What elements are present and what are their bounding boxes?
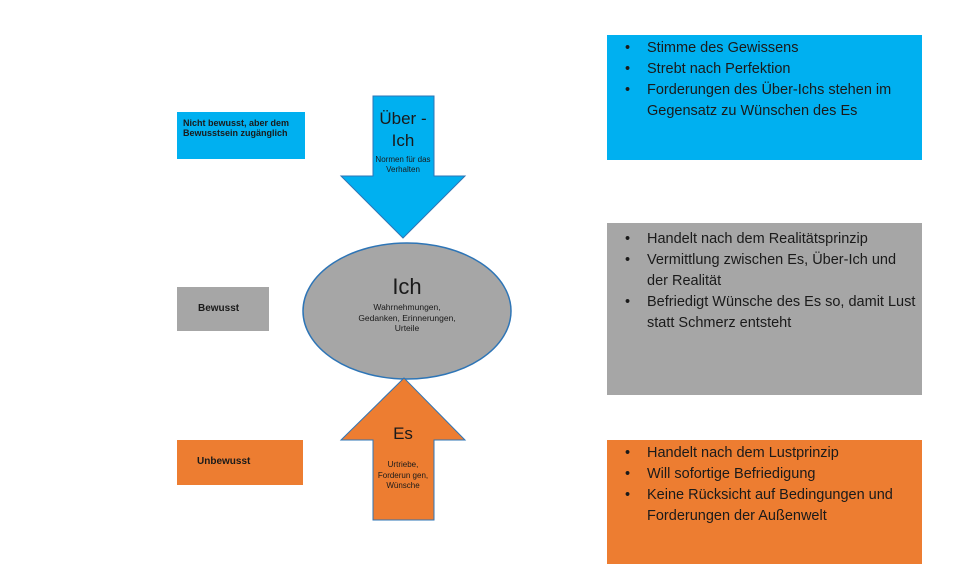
info-item: Strebt nach Perfektion bbox=[625, 59, 916, 80]
es-info-box: Handelt nach dem Lustprinzip Will sofort… bbox=[607, 440, 922, 564]
ich-info-box: Handelt nach dem Realitätsprinzip Vermit… bbox=[607, 223, 922, 395]
info-item: Handelt nach dem Lustprinzip bbox=[625, 443, 916, 464]
info-item: Handelt nach dem Realitätsprinzip bbox=[625, 229, 916, 250]
ueber-ich-title: Über -Ich bbox=[379, 109, 427, 150]
ich-ellipse bbox=[302, 242, 512, 380]
es-subtitle: Urtriebe, Forderun gen, Wünsche bbox=[377, 460, 429, 490]
ueber-ich-subtitle: Normen für das Verhalten bbox=[375, 155, 431, 174]
info-item: Befriedigt Wünsche des Es so, damit Lust… bbox=[625, 292, 916, 334]
ich-subtitle: Wahrnehmungen, Gedanken, Erinnerungen, U… bbox=[358, 302, 456, 333]
ueber-ich-info-box: Stimme des Gewissens Strebt nach Perfekt… bbox=[607, 35, 922, 160]
info-item: Forderungen des Über-Ichs stehen im Gege… bbox=[625, 80, 916, 122]
info-item: Will sofortige Befriedigung bbox=[625, 464, 916, 485]
es-title: Es bbox=[393, 424, 413, 443]
info-item: Keine Rücksicht auf Bedingungen und Ford… bbox=[625, 485, 916, 527]
info-item: Vermittlung zwischen Es, Über-Ich und de… bbox=[625, 250, 916, 292]
level-label-conscious: Bewusst bbox=[177, 287, 269, 331]
ich-title: Ich bbox=[392, 274, 422, 299]
level-label-preconscious: Nicht bewusst, aber dem Bewusstsein zugä… bbox=[177, 112, 305, 159]
info-item: Stimme des Gewissens bbox=[625, 38, 916, 59]
level-label-unconscious: Unbewusst bbox=[177, 440, 303, 485]
es-arrow bbox=[339, 377, 467, 521]
ueber-ich-arrow bbox=[339, 95, 467, 239]
